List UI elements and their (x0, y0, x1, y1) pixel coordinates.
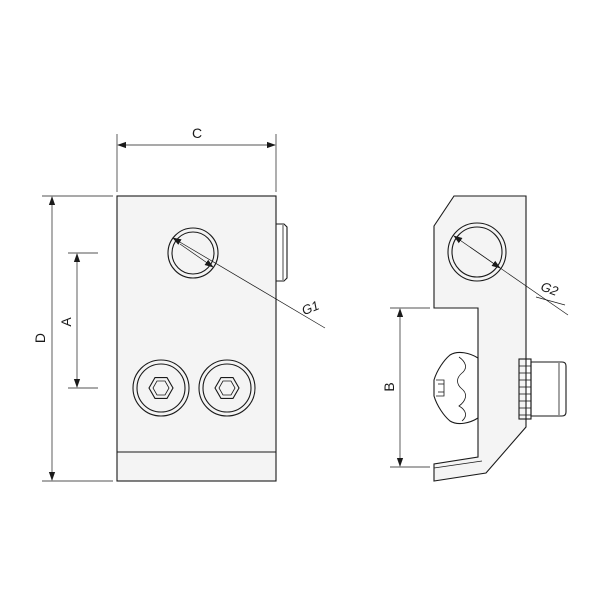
hex-socket-inner-icon (152, 380, 170, 396)
g2-hole (447, 222, 569, 316)
dimension-d: D (32, 195, 113, 482)
side-view-lip-line (433, 460, 483, 469)
front-view: C D A G1 (32, 125, 326, 482)
side-view-body (433, 195, 527, 482)
g2-arrow-tip (469, 246, 501, 269)
dimension-b: B (381, 307, 430, 468)
g1-hole-inner (171, 231, 215, 275)
socket-screw-left (132, 359, 190, 417)
screw-head-inner (136, 363, 186, 413)
g2-hole-outer (447, 222, 507, 282)
cam-wave-line (457, 356, 466, 422)
hex-socket-icon (214, 377, 240, 399)
dim-a-label: A (58, 317, 74, 327)
cam-outline (433, 351, 479, 425)
hex-socket-screw-icon (132, 359, 190, 417)
cam-tip (436, 379, 445, 397)
hex-socket-inner-icon (218, 380, 236, 396)
knob-body (530, 361, 567, 417)
dim-b-label: B (381, 382, 397, 391)
g2-hole-inner (451, 226, 503, 278)
front-view-body (116, 195, 277, 482)
g2-label: G2 (539, 279, 561, 299)
hex-socket-screw-icon (198, 359, 256, 417)
side-view: B G2 (381, 195, 569, 482)
front-view-side-tab (276, 223, 288, 282)
g1-label: G1 (299, 298, 321, 318)
knurled-knob (518, 358, 567, 420)
screw-head-inner (202, 363, 252, 413)
g1-hole (167, 227, 326, 329)
dimension-a: A (58, 252, 98, 389)
hex-socket-icon (148, 377, 174, 399)
g1-arrow-tip (179, 243, 214, 268)
clamp-cam (433, 351, 479, 425)
g2-leader-tail (535, 296, 566, 306)
dim-d-label: D (32, 333, 48, 343)
g1-leader-line (172, 237, 326, 329)
socket-screw-right (198, 359, 256, 417)
dim-c-label: C (192, 125, 202, 141)
g1-hole-outer (167, 227, 219, 279)
dimension-c: C (116, 125, 277, 192)
